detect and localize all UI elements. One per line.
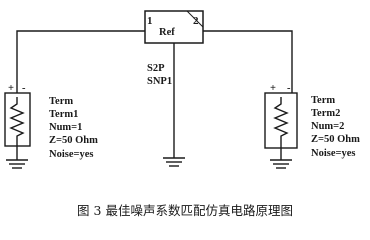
term1-plus: + [8,83,14,94]
term1-param: Z=50 Ohm [49,135,98,146]
term2-ground-icon [270,159,292,169]
term1-component[interactable] [4,92,31,147]
wire-port2-to-term2 [203,30,293,93]
term2-plus: + [270,83,276,94]
term2-param: Num=2 [311,121,344,132]
wire-port1-to-term1 [16,30,145,93]
term2-resistor-icon [273,97,289,148]
port-1-label: 1 [147,15,153,27]
term1-param: Noise=yes [49,149,93,160]
term2-minus: - [287,83,291,94]
block-ground-icon [163,157,185,167]
term2-param: Noise=yes [311,148,355,159]
term1-ground-icon [6,159,28,169]
term2-params: Term Term2 Num=2 Z=50 Ohm Noise=yes [311,95,360,159]
term1-param: Num=1 [49,122,82,133]
term1-resistor-icon [9,97,25,146]
term2-param: Z=50 Ohm [311,134,360,145]
schematic-canvas: 1 2 Ref S2P SNP1 + - Term Term1 Num=1 Z=… [4,10,360,218]
term2-component[interactable] [264,92,298,149]
term1-params: Term Term1 Num=1 Z=50 Ohm Noise=yes [49,96,98,160]
figure-caption: 图 3 最佳噪声系数匹配仿真电路原理图 [77,203,293,218]
term1-minus: - [22,83,26,94]
term1-param: Term [49,96,73,107]
term2-param: Term [311,95,335,106]
schematic-figure: 1 2 Ref S2P SNP1 + - Term Term1 Num=1 Z=… [4,10,360,218]
s2p-block[interactable]: 1 2 Ref [144,10,204,44]
term2-param: Term2 [311,108,340,119]
block-type-line2: SNP1 [147,76,172,87]
port-2-label: 2 [193,15,199,27]
block-type-line1: S2P [147,63,165,74]
block-corner-mark [186,10,204,28]
block-title: Ref [159,27,175,38]
term1-param: Term1 [49,109,78,120]
